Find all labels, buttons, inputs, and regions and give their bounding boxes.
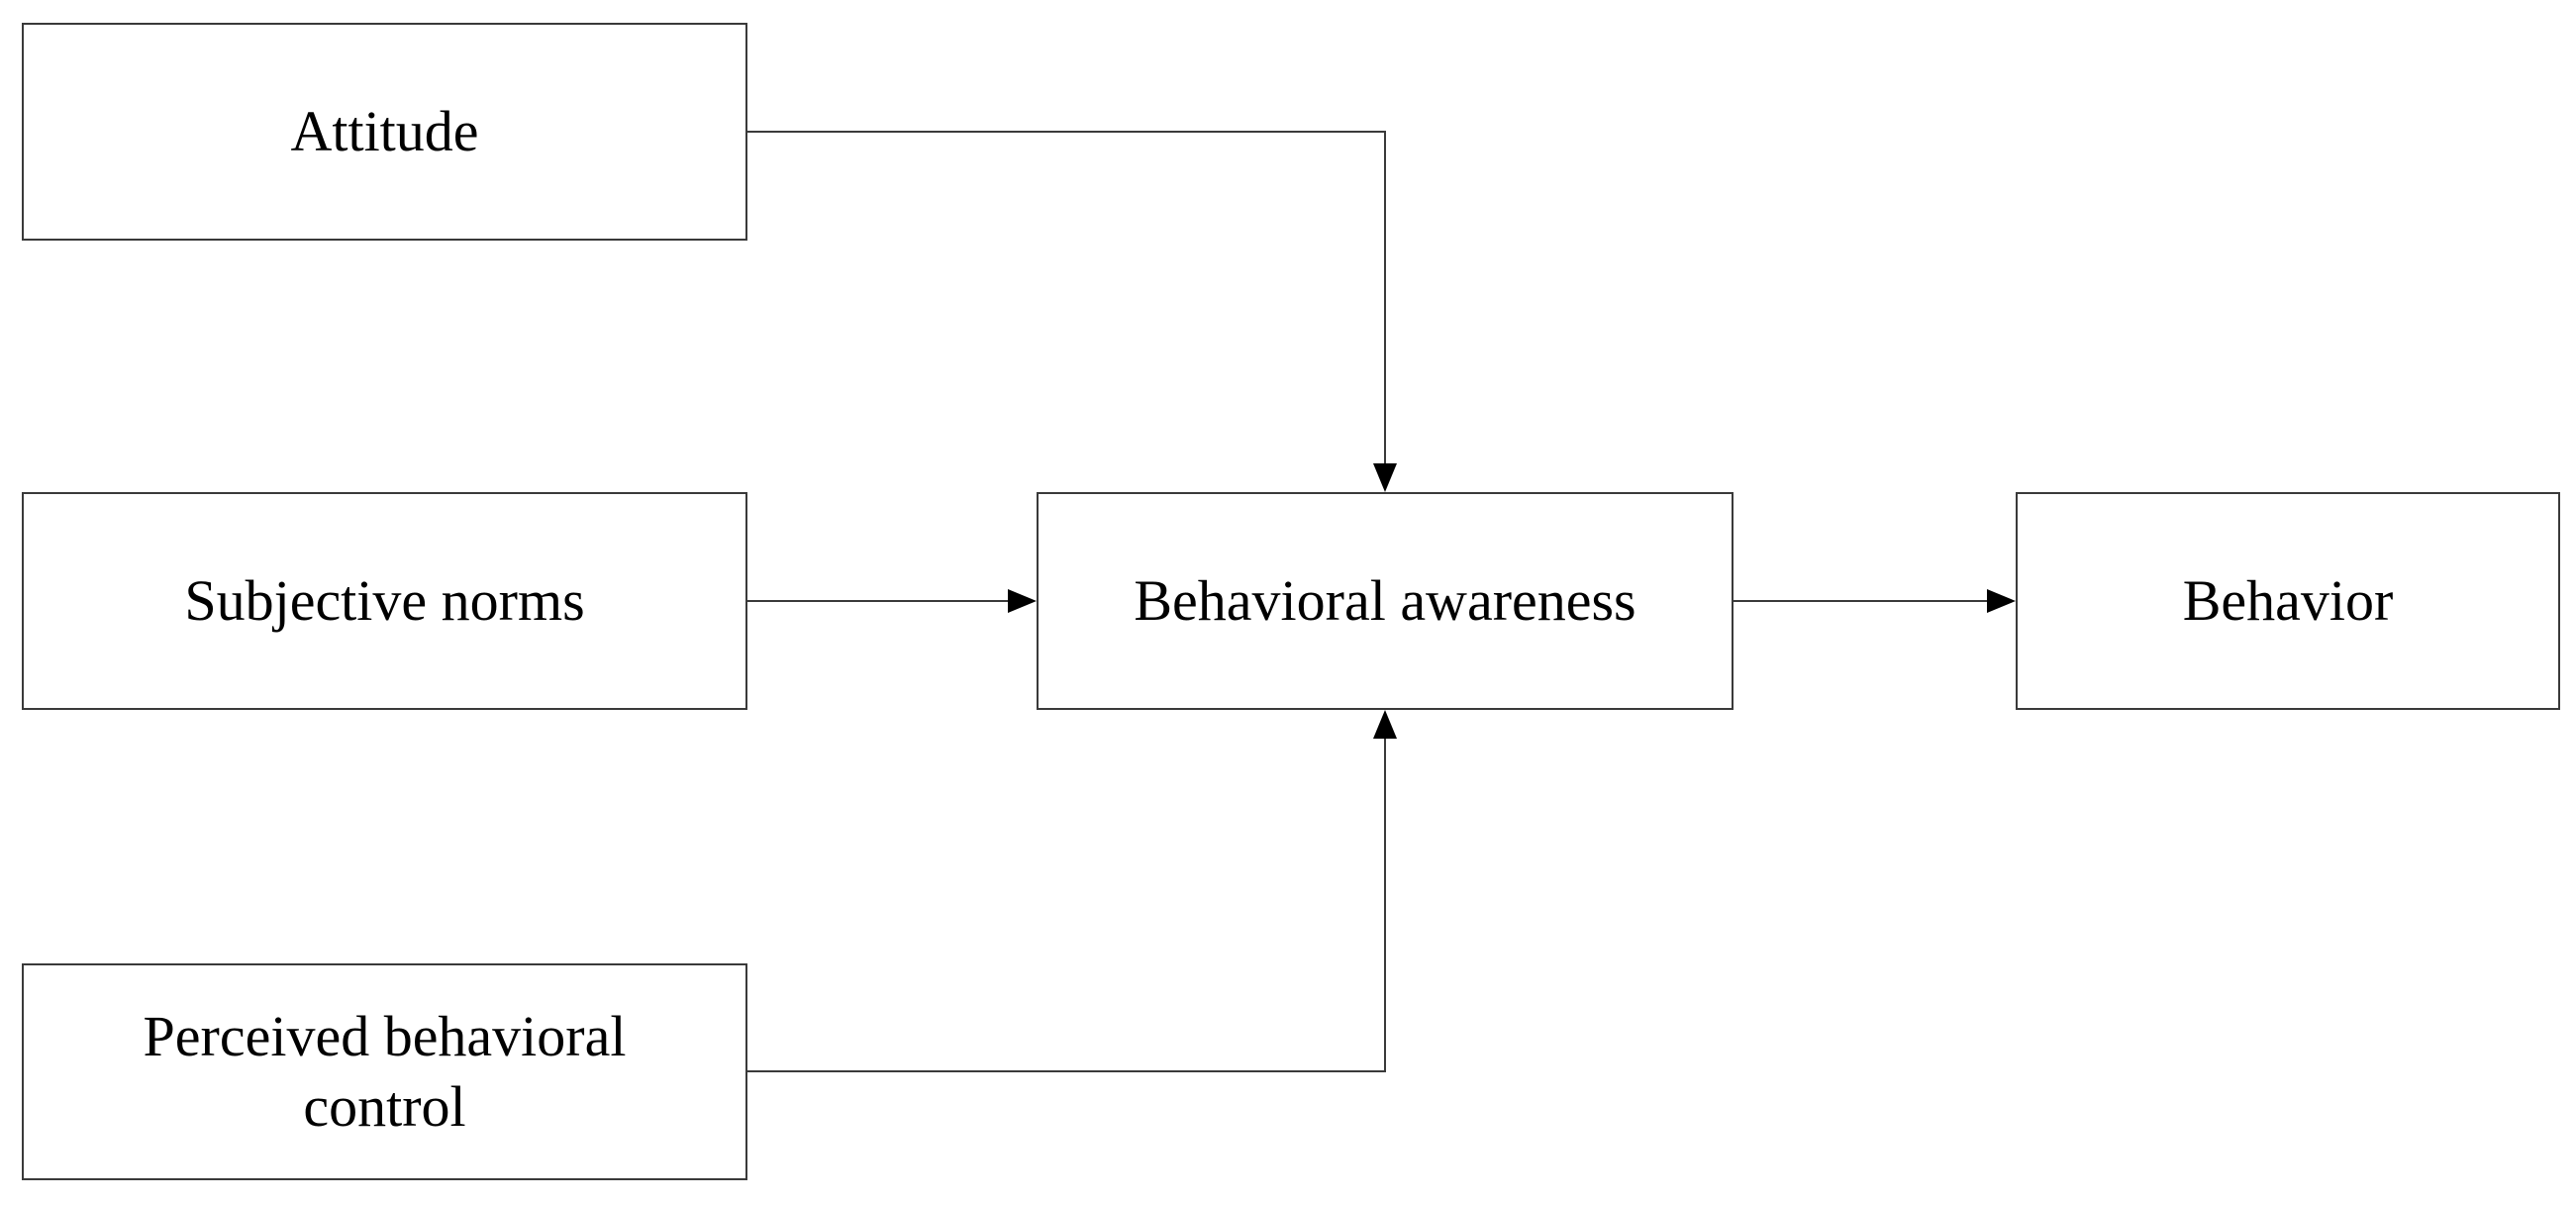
node-subjective-norms: Subjective norms bbox=[22, 492, 747, 710]
node-subjective-norms-label: Subjective norms bbox=[184, 567, 585, 633]
arrowhead-attitude bbox=[1373, 463, 1397, 492]
node-behavior: Behavior bbox=[2016, 492, 2560, 710]
arrowhead-behavior bbox=[1987, 589, 2016, 613]
node-behavioral-awareness: Behavioral awareness bbox=[1037, 492, 1734, 710]
node-attitude-label: Attitude bbox=[290, 98, 479, 163]
edge-attitude-to-awareness bbox=[747, 131, 1386, 465]
arrowhead-subjective bbox=[1008, 589, 1037, 613]
node-perceived-behavioral-control: Perceived behavioral control bbox=[22, 963, 747, 1180]
node-behavioral-awareness-label: Behavioral awareness bbox=[1134, 567, 1636, 633]
arrowhead-pbc bbox=[1373, 710, 1397, 739]
node-attitude: Attitude bbox=[22, 23, 747, 241]
node-behavior-label: Behavior bbox=[2182, 567, 2394, 633]
edge-pbc-to-awareness bbox=[747, 737, 1386, 1072]
node-perceived-behavioral-control-label: Perceived behavioral control bbox=[143, 1003, 627, 1139]
